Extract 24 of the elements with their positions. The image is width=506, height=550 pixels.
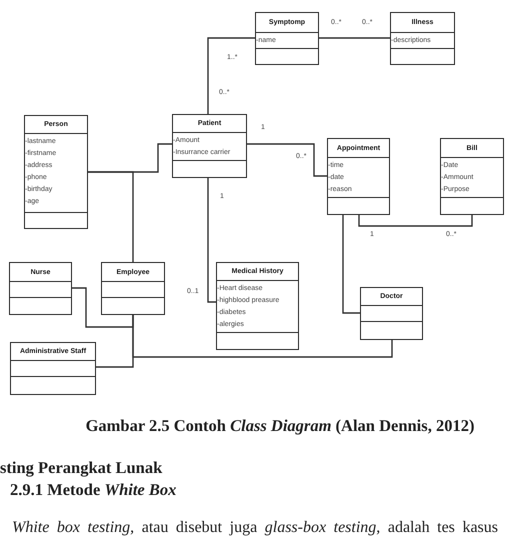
section-heading: sting Perangkat Lunak	[0, 458, 162, 477]
association-line	[207, 37, 255, 114]
figure-caption: Gambar 2.5 Contoh Class Diagram (Alan Dennis, 2012)	[86, 416, 474, 435]
association-line	[207, 178, 216, 303]
association-line	[358, 215, 473, 227]
class-box	[101, 262, 165, 315]
body-text: White box testing, atau disebut juga glass-box testing, adalah tes kasus	[12, 518, 498, 537]
association-line	[132, 315, 393, 358]
class-box	[440, 138, 504, 215]
association-line	[342, 215, 360, 314]
class-box	[255, 12, 319, 65]
subsection-heading: 2.9.1 Metode White Box	[10, 480, 176, 499]
class-box	[390, 12, 455, 65]
class-box	[10, 342, 96, 395]
association-line	[72, 287, 134, 328]
class-box	[216, 262, 299, 350]
class-box	[9, 262, 72, 315]
class-box	[172, 114, 247, 178]
class-box	[24, 115, 88, 229]
association-line	[319, 37, 390, 39]
association-line	[88, 171, 134, 262]
association-line	[247, 143, 327, 177]
class-box	[327, 138, 390, 215]
class-box	[360, 287, 423, 340]
